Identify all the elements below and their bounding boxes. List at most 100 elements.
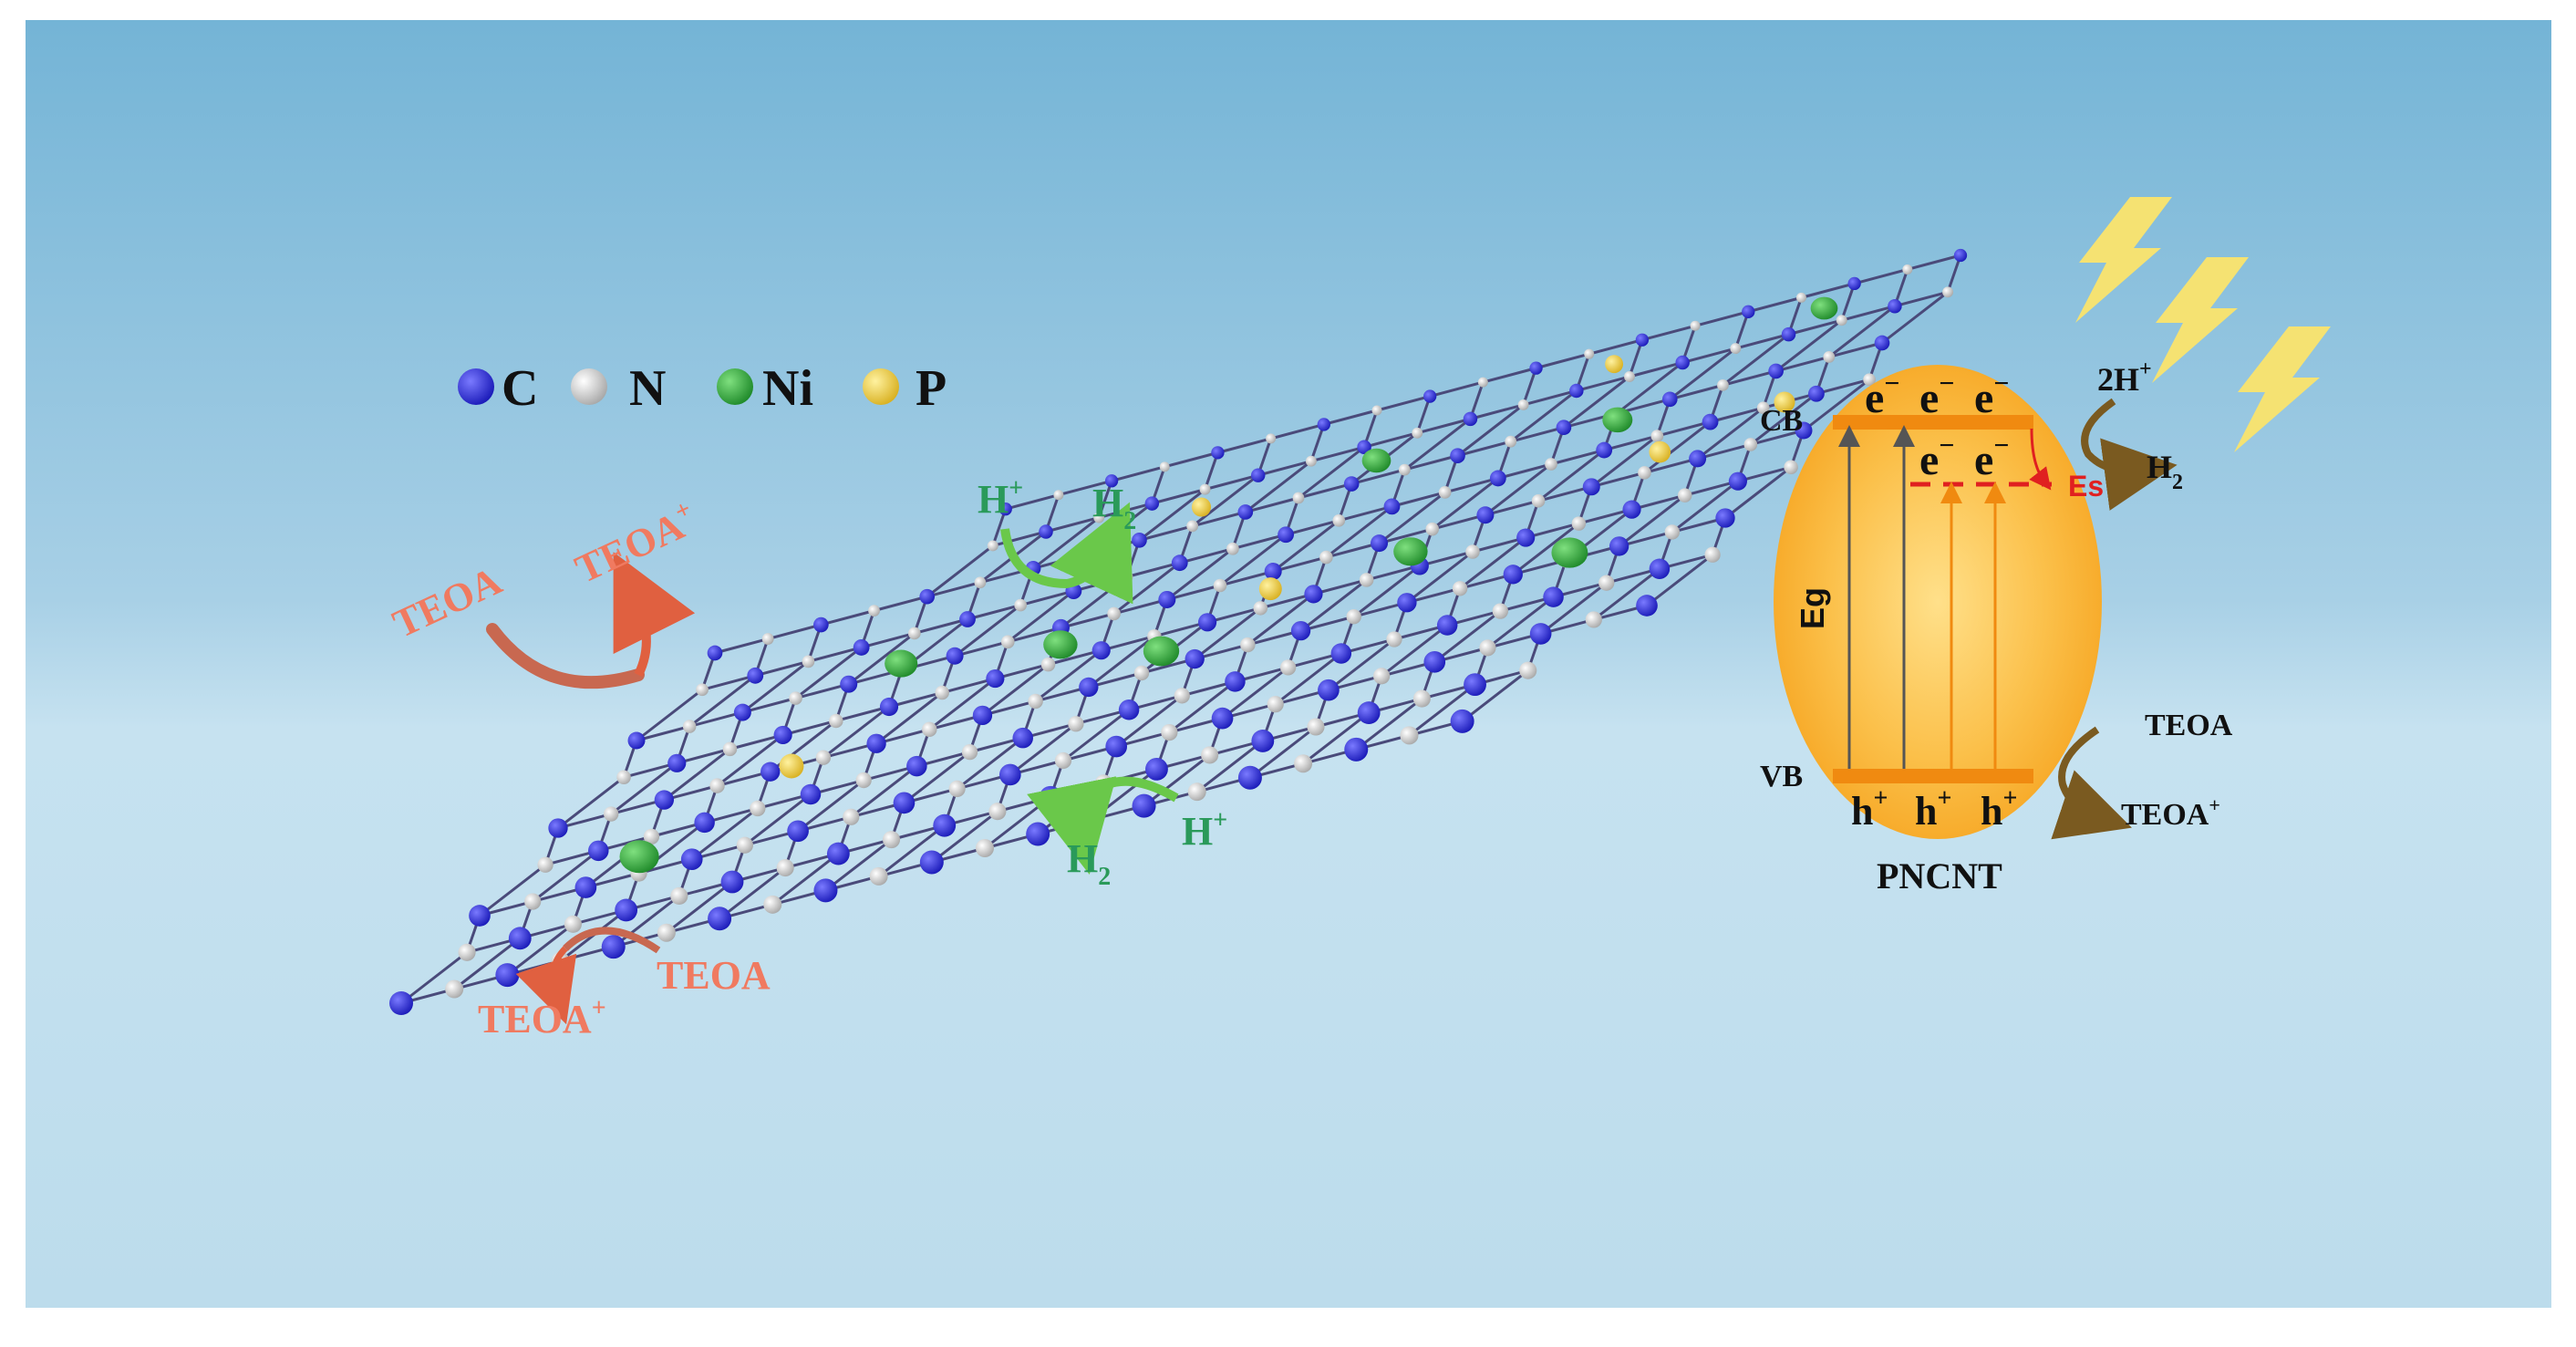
bond-line [636,689,704,742]
carbon-atom [1171,554,1188,572]
nitrogen-atom [961,743,978,761]
bond-line [1113,598,1168,616]
nitrogen-atom [1479,639,1496,657]
nitrogen-atom [1650,430,1664,442]
bond-line [1179,547,1234,565]
phosphorus-atom [779,753,804,779]
carbon-atom [959,611,976,627]
bond-line [794,646,863,699]
carbon-atom [1198,613,1217,632]
bond-line [1112,561,1181,616]
bond-line [1803,378,1871,432]
carbon-atom [1343,476,1360,492]
nitrogen-atom [1400,726,1419,745]
nitrogen-atom [1187,782,1206,802]
bond-line [1219,534,1288,587]
bond-line [1352,565,1421,618]
bond-line [612,895,680,948]
carbon-atom [879,697,899,717]
bond-line [1747,295,1802,314]
electron-cb-3: e− [1974,368,2009,422]
bond-line [701,674,756,691]
nitrogen-atom [1836,315,1847,326]
bond-line [1165,547,1234,601]
carbon-atom [1132,533,1147,548]
bond-line [1376,395,1431,412]
bond-line [1285,519,1340,536]
h2-label-bottom: H2 [1067,836,1111,891]
bond-line [824,838,893,892]
bond-line [797,779,865,833]
carbon-atom [1953,248,1968,263]
bond-line [1775,356,1830,373]
carbon-atom [986,669,1005,689]
teoa-plus-label-bottom: TEOA+ [478,994,606,1041]
phosphorus-atom [1774,391,1795,413]
carbon-atom [1529,361,1543,375]
carbon-atom [906,755,927,777]
teoa-right-label: TEOA [2145,709,2233,742]
carbon-atom [1317,418,1330,431]
bond-line [1509,389,1578,443]
nitrogen-atom [976,839,994,857]
bond-line [688,674,757,728]
bond-line [1139,524,1194,542]
bond-line [1191,473,1259,528]
carbon-atom [1304,585,1323,604]
carbon-atom [1463,411,1478,427]
bond-line [1323,409,1378,426]
nitrogen-atom [696,683,709,697]
carbon-atom [1290,620,1311,641]
nickel-atom [619,840,659,874]
bond-line [1523,389,1578,407]
teoa-reaction-bottom: TEOA TEOA+ [478,927,771,1041]
carbon-atom [1636,595,1658,617]
carbon-atom [548,818,568,838]
nitrogen-atom [1159,461,1170,472]
bond-line [1562,375,1630,429]
nitrogen-atom [1240,637,1256,653]
carbon-atom [1728,471,1747,491]
nitrogen-atom [987,540,998,552]
carbon-atom [800,783,822,805]
electron-es-2: e− [1974,430,2009,484]
bond-line [1669,347,1737,401]
bond-line [1416,417,1471,435]
bond-line [741,660,810,714]
bond-line [1646,554,1714,607]
bond-line [1381,624,1449,678]
teoa-oxidation-arrow [613,552,696,678]
carbon-atom [1582,478,1600,496]
carbon-atom [1529,623,1552,645]
bond-line [1671,480,1739,534]
bond-line [1697,443,1752,461]
nitrogen-atom [603,806,619,822]
nitrogen-atom [1942,286,1954,298]
bond-line [956,736,1024,791]
bond-line [741,697,796,714]
carbon-atom [708,907,732,931]
carbon-atom [1079,677,1099,698]
bond-line [1403,418,1472,471]
nitrogen-atom [1505,435,1517,448]
nitrogen-atom [1717,378,1729,391]
carbon-atom [1039,785,1062,809]
nitrogen-atom [802,655,815,668]
nitrogen-atom [1730,343,1742,355]
carbon-atom [1661,391,1678,408]
bond-line [714,637,769,655]
bond-line [1244,460,1312,513]
carbon-atom [1609,536,1629,556]
atom-legend: C N Ni P [458,360,947,417]
carbon-atom [733,703,751,721]
bond-line [1195,740,1264,793]
bond-line [1087,635,1155,689]
nitrogen-atom [1040,657,1056,672]
bond-line [743,793,812,846]
carbon-atom [1185,648,1205,669]
carbon-atom [1250,468,1266,482]
nitrogen-atom [1795,292,1806,303]
nickel-atom [1602,407,1633,433]
bond-line [1694,310,1749,327]
